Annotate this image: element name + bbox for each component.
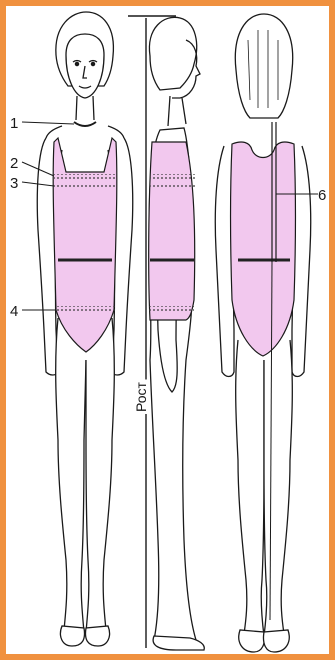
side-figure [149, 17, 204, 650]
marker-4: 4 [10, 303, 18, 320]
side-swimsuit [148, 142, 196, 320]
height-label: Рост [133, 381, 149, 412]
marker-2: 2 [10, 155, 18, 172]
front-swimsuit [53, 122, 117, 352]
marker-6: 6 [318, 187, 326, 204]
marker-1: 1 [10, 115, 18, 132]
marker-3: 3 [10, 175, 18, 192]
